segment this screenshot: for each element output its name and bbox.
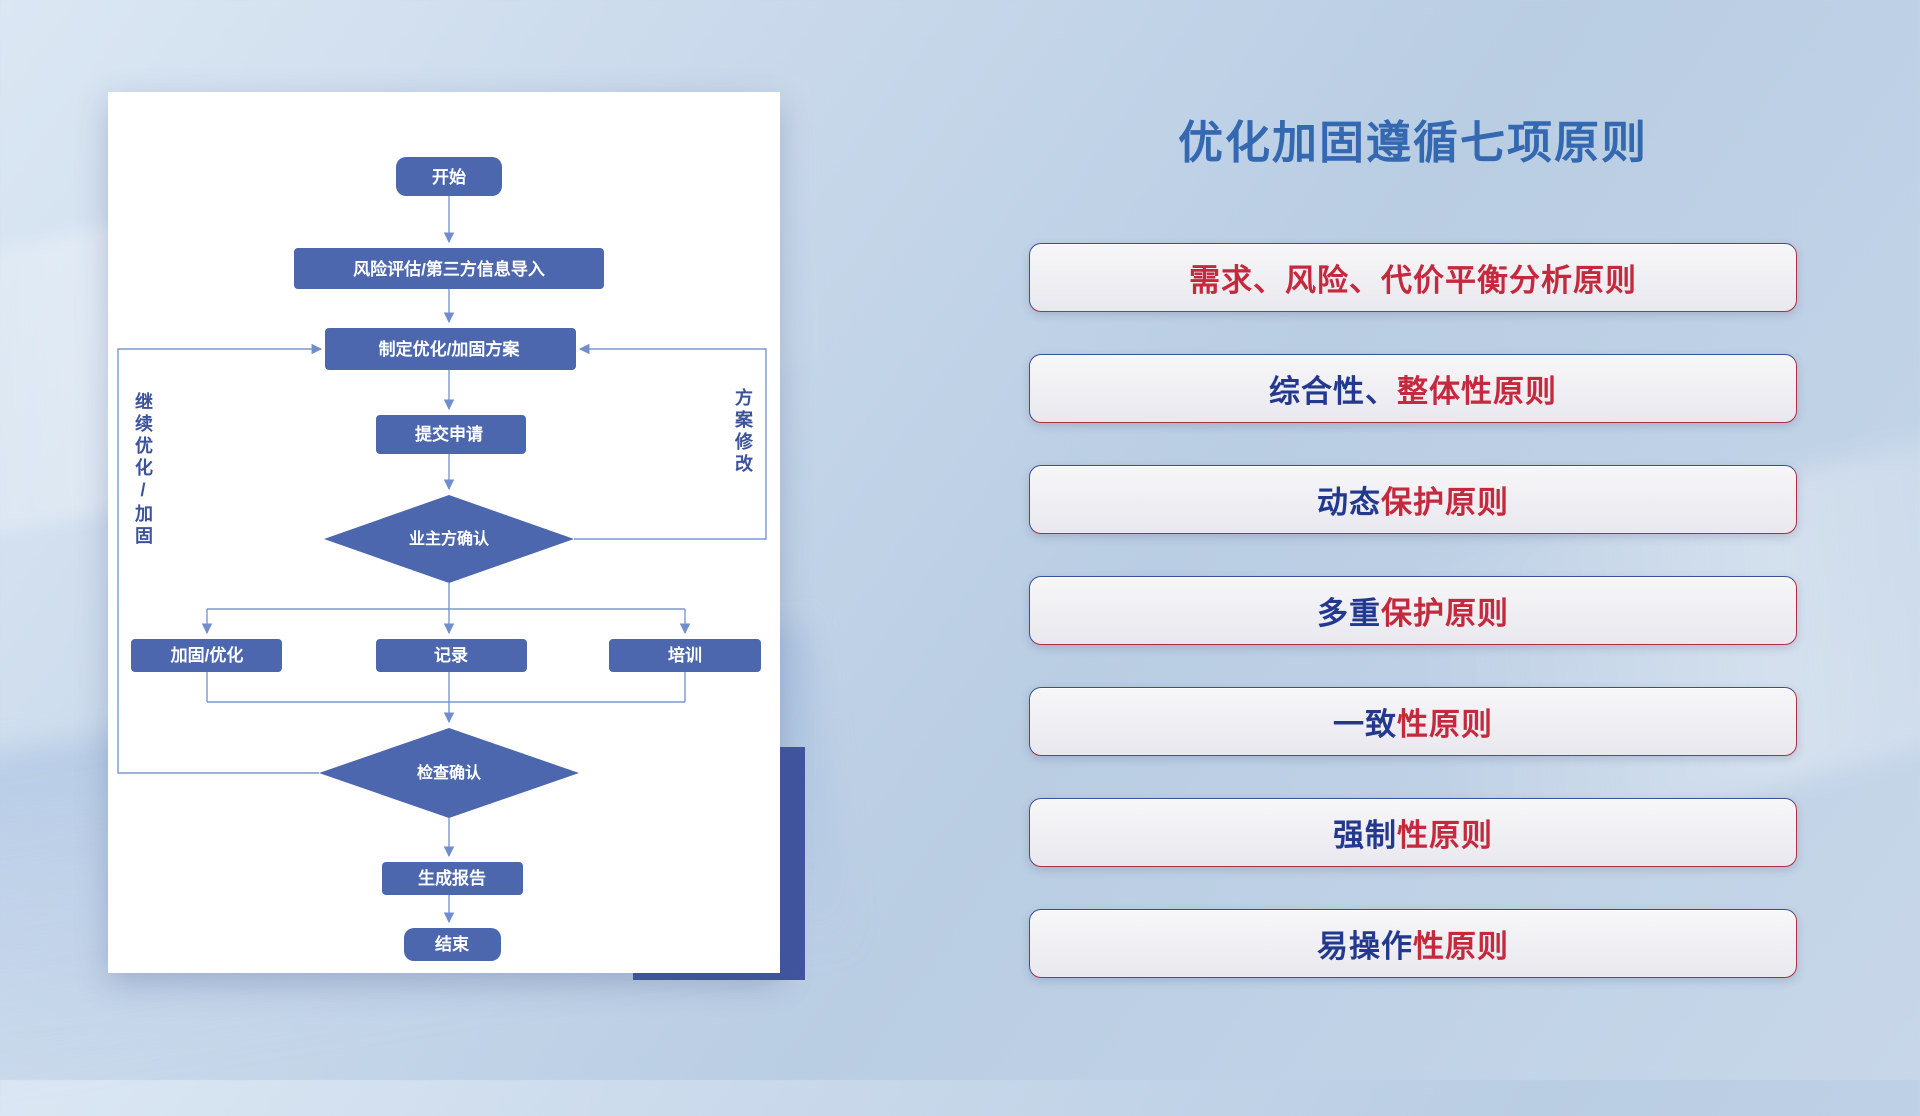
flow-node-report: [382, 862, 523, 895]
flow-node-owner-confirm: [324, 495, 574, 583]
plan-revision-label: 方案修改: [733, 388, 753, 476]
flowchart-card: 开始 风险评估/第三方信息导入 制定优化/加固方案 提交申请 业主方确认 加固/…: [108, 92, 780, 973]
flow-node-plan: [325, 328, 576, 370]
principle-text-segment: 强制: [1333, 818, 1397, 853]
flow-node-report-label: 生成报告: [418, 868, 486, 888]
flow-node-risk: [294, 248, 604, 289]
principle-text-segment: 需求、风险、代价平衡分析原则: [1189, 263, 1637, 298]
principle-card: 动态保护原则: [1029, 465, 1797, 534]
principle-card: 一致性原则: [1029, 687, 1797, 756]
principles-list: 需求、风险、代价平衡分析原则综合性、整体性原则动态保护原则多重保护原则一致性原则…: [1029, 243, 1797, 978]
flow-edges: [117, 196, 767, 924]
principle-text-segment: 性原则: [1413, 929, 1509, 964]
flow-node-plan-label: 制定优化/加固方案: [379, 339, 521, 359]
principle-text-segment: 性原则: [1397, 707, 1493, 742]
principle-text-segment: 保护原则: [1381, 596, 1509, 631]
flow-node-check-confirm-label: 检查确认: [417, 763, 482, 782]
principle-text-segment: 综合性、: [1269, 374, 1397, 409]
principle-card: 需求、风险、代价平衡分析原则: [1029, 243, 1797, 312]
flow-node-record-label: 记录: [434, 646, 468, 665]
flow-node-submit: [376, 415, 526, 454]
principle-text-segment: 一致: [1333, 707, 1397, 742]
principle-card: 多重保护原则: [1029, 576, 1797, 645]
plan-revision-loop: [574, 343, 767, 540]
flow-node-start: [396, 157, 502, 196]
flow-node-start-label: 开始: [432, 167, 466, 187]
principle-text-segment: 整体性原则: [1397, 374, 1557, 409]
flow-node-harden: [131, 639, 282, 672]
flow-node-risk-label: 风险评估/第三方信息导入: [353, 259, 545, 279]
principle-text-segment: 动态: [1317, 485, 1381, 520]
principle-card: 综合性、整体性原则: [1029, 354, 1797, 423]
page-title: 优化加固遵循七项原则: [1177, 117, 1648, 168]
flow-node-record: [376, 639, 527, 672]
principle-card: 强制性原则: [1029, 798, 1797, 867]
flow-node-training: [609, 639, 761, 672]
flow-node-owner-confirm-label: 业主方确认: [409, 529, 490, 548]
flowchart: 开始 风险评估/第三方信息导入 制定优化/加固方案 提交申请 业主方确认 加固/…: [117, 157, 767, 961]
flow-node-training-label: 培训: [668, 645, 702, 665]
flow-node-harden-label: 加固/优化: [170, 645, 244, 665]
continue-loop-label: 继续优化/加固: [133, 392, 153, 548]
flow-node-check-confirm: [319, 728, 579, 818]
principle-text-segment: 保护原则: [1381, 485, 1509, 520]
principle-text-segment: 性原则: [1397, 818, 1493, 853]
principle-text-segment: 多重: [1317, 596, 1381, 631]
flow-node-submit-label: 提交申请: [415, 424, 483, 444]
principle-text-segment: 易操作: [1317, 929, 1413, 964]
flow-node-end-label: 结束: [435, 934, 469, 954]
principle-card: 易操作性原则: [1029, 909, 1797, 978]
continue-optimization-loop: [117, 343, 323, 774]
flow-node-end: [404, 928, 501, 961]
flow-nodes: 开始 风险评估/第三方信息导入 制定优化/加固方案 提交申请 业主方确认 加固/…: [131, 157, 761, 961]
